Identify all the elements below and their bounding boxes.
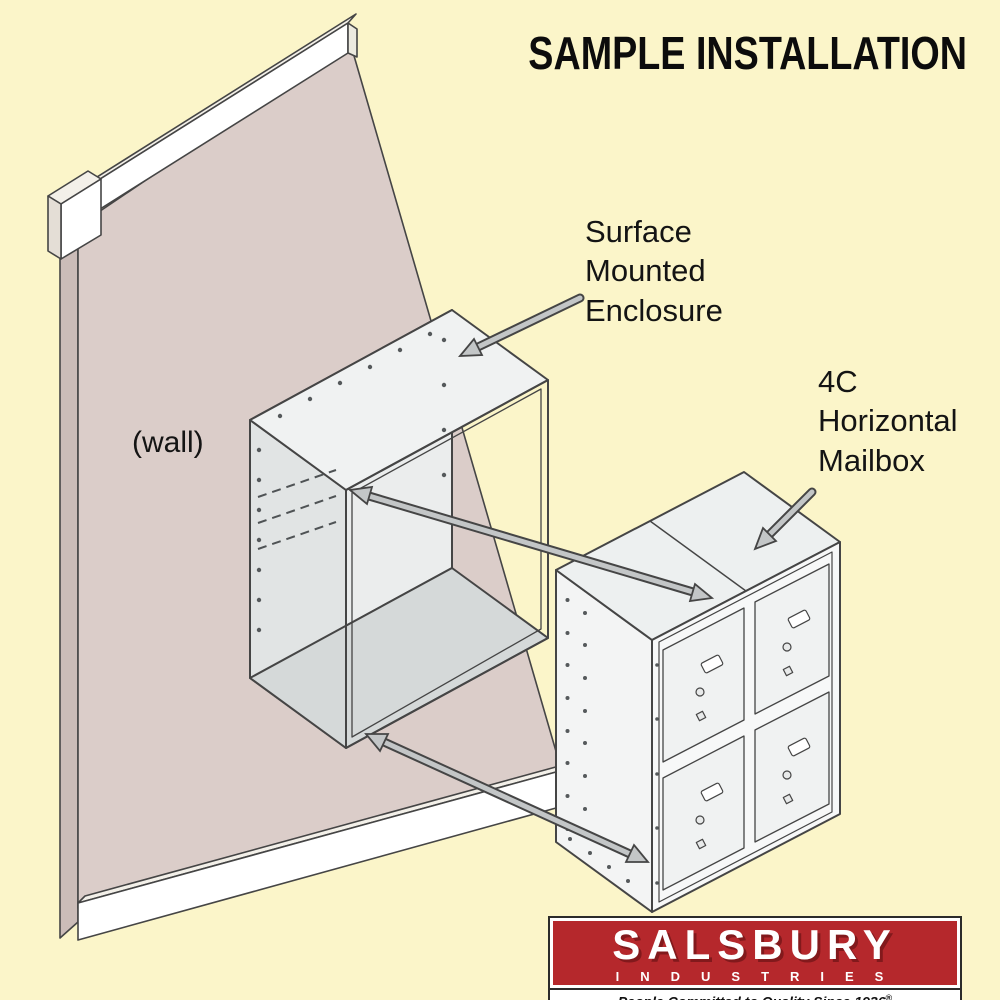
mailbox-rivets <box>565 598 659 885</box>
page-title: SAMPLE INSTALLATION <box>528 27 967 79</box>
salsbury-logo: SALSBURY INDUSTRIES People Committed to … <box>548 916 962 1000</box>
enclosure-label-arrow <box>458 293 585 357</box>
parcel-doors <box>662 563 830 891</box>
upper-double-arrow <box>347 485 715 603</box>
door-label-holders <box>700 609 811 802</box>
enclosure-rivets <box>256 331 447 633</box>
mounting-slot-lines <box>257 469 337 550</box>
logo-tagline: People Committed to Quality Since 1936® <box>550 988 960 1000</box>
logo-subtitle: INDUSTRIES <box>615 969 905 984</box>
label-surface-mounted-enclosure: Surface Mounted Enclosure <box>585 214 723 328</box>
label-wall: (wall) <box>132 426 204 459</box>
door-locks <box>695 642 794 850</box>
label-4c-horizontal-mailbox: 4C Horizontal Mailbox <box>818 364 958 478</box>
lower-double-arrow <box>364 733 650 863</box>
logo-brand-name: SALSBURY <box>612 921 898 968</box>
logo-red-panel: SALSBURY INDUSTRIES <box>550 918 960 988</box>
mailbox-label-arrow <box>753 487 817 551</box>
registered-mark: ® <box>885 993 893 1000</box>
mailbox-drawing <box>555 471 841 913</box>
arrows <box>347 293 817 863</box>
logo-tagline-text: People Committed to Quality Since 1936 <box>618 994 886 1000</box>
